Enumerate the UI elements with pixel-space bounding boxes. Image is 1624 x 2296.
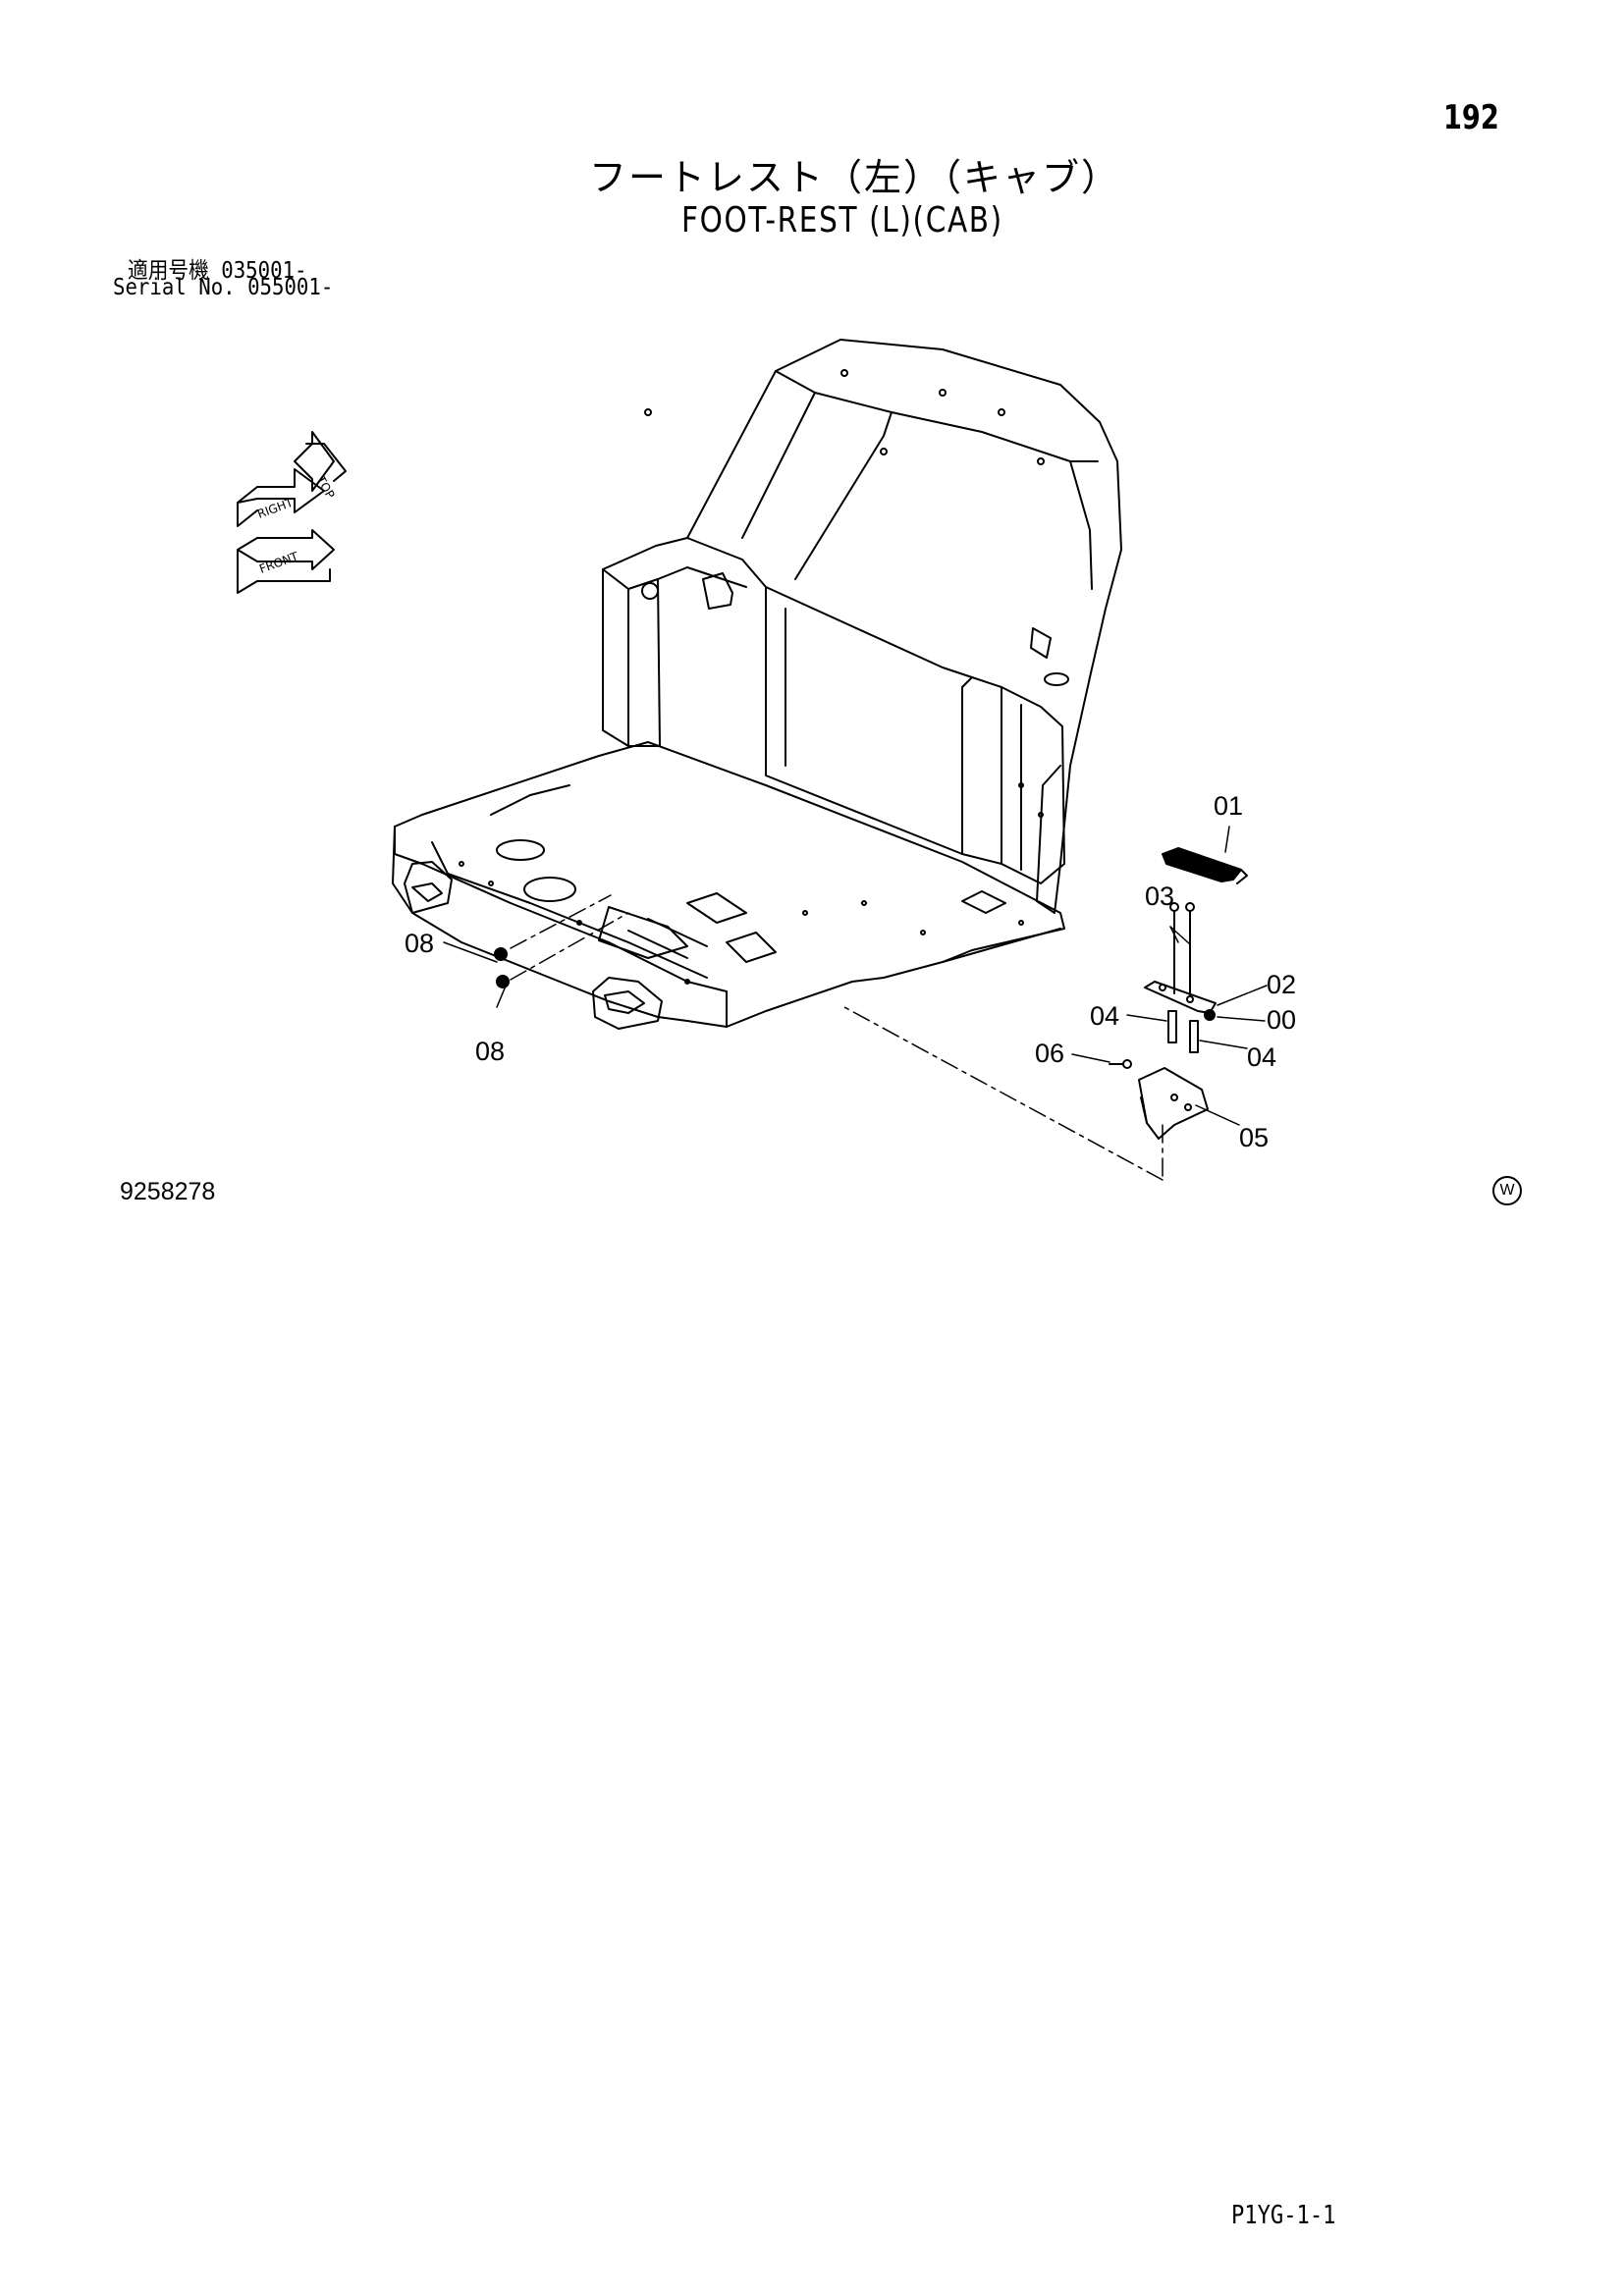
page-number: 192	[1443, 98, 1499, 137]
drawing-number: 9258278	[120, 1178, 216, 1205]
orientation-front-label: FRONT	[257, 549, 300, 575]
callout-03: 03	[1145, 881, 1174, 911]
title-japanese: フートレスト（左）（キャブ）	[589, 156, 1121, 199]
orientation-symbol: RIGHT TOP FRONT	[237, 431, 347, 594]
callout-05: 05	[1239, 1123, 1269, 1152]
serial-number-range: Serial No. 055001-	[113, 275, 334, 300]
title-english: FOOT-REST (L)(CAB)	[681, 200, 1003, 240]
w-mark-icon: W	[1492, 1176, 1522, 1205]
callout-00: 00	[1267, 1005, 1296, 1035]
callout-08-lower: 08	[475, 1037, 505, 1066]
callout-01: 01	[1214, 791, 1243, 821]
callout-08-upper: 08	[405, 929, 434, 958]
callout-02: 02	[1267, 970, 1296, 999]
callout-06: 06	[1035, 1039, 1064, 1068]
foot-rest-assembly	[1109, 847, 1248, 1140]
alignment-lines	[510, 894, 1164, 1181]
callout-04-left: 04	[1090, 1001, 1119, 1031]
cab-frame	[392, 339, 1122, 1030]
footer-page-code: P1YG-1-1	[1231, 2201, 1336, 2230]
serial-applicable-machines: 適用号機 035001-	[128, 258, 307, 284]
leader-lines	[443, 826, 1268, 1126]
callout-04-right: 04	[1247, 1042, 1276, 1072]
